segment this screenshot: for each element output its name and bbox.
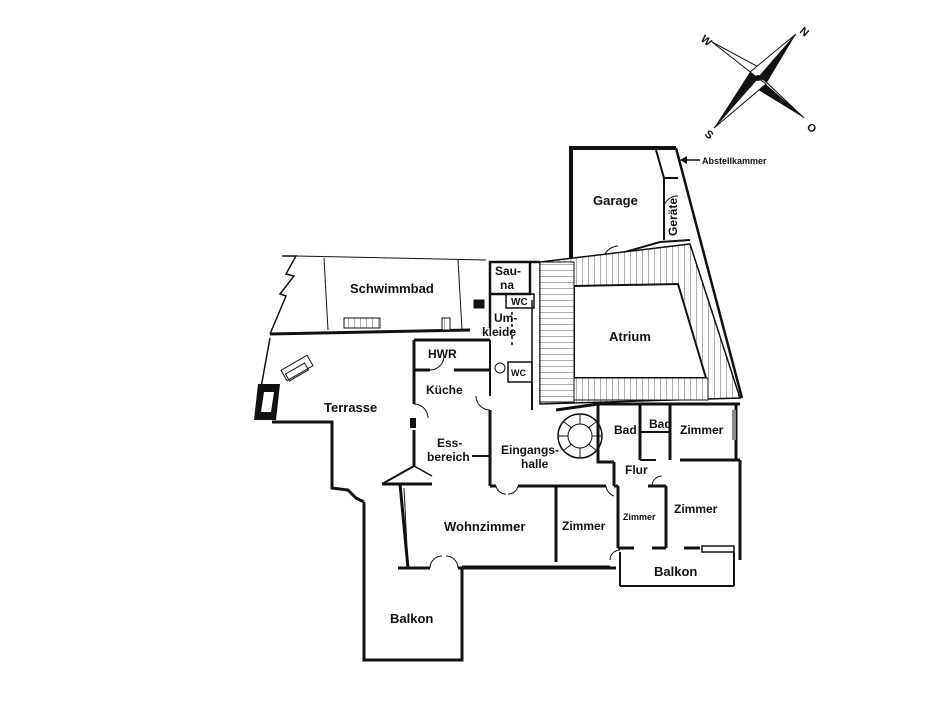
- room-label-atrium: Atrium: [609, 329, 651, 344]
- room-label-sauna-1: Sau-: [495, 264, 521, 278]
- room-label-zimmer-w: Zimmer: [562, 519, 606, 533]
- compass-north-label: N: [797, 25, 811, 39]
- room-label-bad-1: Bad: [614, 423, 637, 437]
- wellness-block: [473, 260, 540, 404]
- house-walls: [381, 338, 742, 587]
- room-label-kueche: Küche: [426, 383, 463, 397]
- compass-south-label: S: [702, 128, 715, 142]
- room-label-eingangshalle-1: Eingangs-: [501, 443, 559, 457]
- room-label-wc-lower: WC: [511, 368, 526, 378]
- room-label-hwr: HWR: [428, 347, 457, 361]
- room-label-geraete: Geräte: [666, 198, 680, 236]
- room-label-flur: Flur: [625, 463, 648, 477]
- room-label-essbereich-2: bereich: [427, 450, 470, 464]
- room-label-balkon-south: Balkon: [390, 611, 433, 626]
- balcony-south-block: [362, 502, 464, 662]
- pool-block: [269, 255, 487, 336]
- room-label-garage: Garage: [593, 193, 638, 208]
- compass-east-label: O: [804, 121, 819, 136]
- room-label-zimmer-ne: Zimmer: [680, 423, 724, 437]
- annotation-storage-room: Abstellkammer: [702, 156, 767, 166]
- compass-rose: N O S W: [698, 25, 819, 142]
- room-label-wohnzimmer: Wohnzimmer: [444, 519, 525, 534]
- room-label-essbereich-1: Ess-: [437, 436, 462, 450]
- room-label-zimmer-small: Zimmer: [623, 512, 656, 522]
- room-label-wc-upper: WC: [511, 297, 528, 308]
- room-label-balkon-east: Balkon: [654, 564, 697, 579]
- room-label-eingangshalle-2: halle: [521, 457, 549, 471]
- atrium-block: [539, 243, 742, 405]
- compass-needle-se: [752, 78, 804, 118]
- room-label-bad-2: Bad: [649, 417, 672, 431]
- room-label-umkleide-1: Um-: [494, 311, 517, 325]
- room-label-terrasse: Terrasse: [324, 400, 377, 415]
- compass-needle-sw: [713, 77, 767, 129]
- terrace-block: [254, 337, 365, 504]
- room-label-zimmer-e: Zimmer: [674, 502, 718, 516]
- room-label-sauna-2: na: [500, 278, 514, 292]
- room-label-umkleide-2: kleide: [482, 325, 516, 339]
- storage-arrow-head: [680, 156, 687, 164]
- compass-west-label: W: [698, 33, 714, 49]
- room-label-schwimmbad: Schwimmbad: [350, 281, 434, 296]
